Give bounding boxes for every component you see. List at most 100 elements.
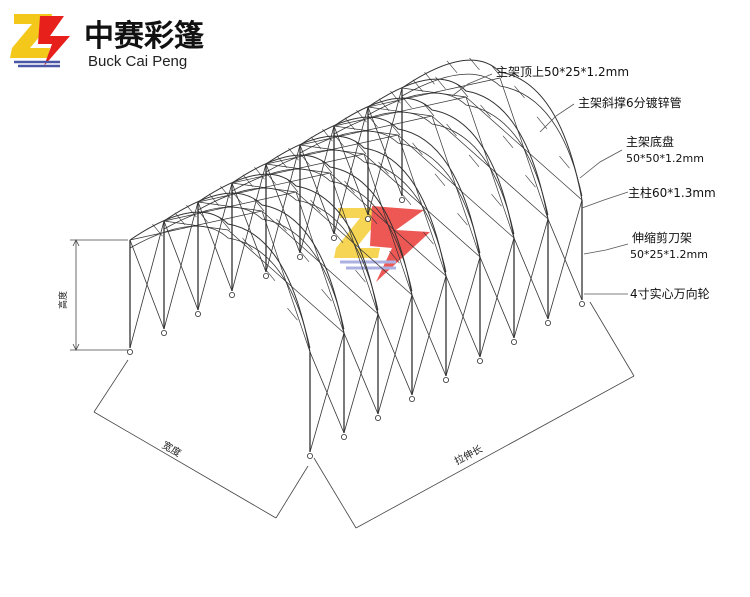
arch-lacing	[298, 249, 310, 263]
dimension-width-label: 宽度	[160, 438, 184, 459]
arch-lacing	[355, 269, 366, 283]
arch-lacing	[310, 136, 322, 150]
tent-frames	[127, 57, 586, 459]
arch-lacing	[242, 237, 253, 251]
scissor-bar	[163, 201, 199, 330]
arch-lacing	[344, 117, 356, 131]
arch-lacing	[356, 109, 367, 123]
arch-lacing	[254, 166, 265, 180]
scissor-bar	[129, 220, 165, 349]
arch-lacing	[220, 185, 231, 199]
scissor-bar	[197, 182, 233, 311]
arch-lacing	[322, 128, 333, 142]
dimension-lines	[70, 239, 635, 529]
caster-wheel-icon	[194, 310, 201, 317]
roof-brace	[265, 163, 331, 174]
arch-lacing	[502, 135, 514, 149]
arch-lacing	[299, 152, 310, 166]
arch-lacing	[480, 104, 491, 118]
brand-logo: 中赛彩篷 Buck Cai Peng	[10, 14, 204, 70]
arch-lacing	[366, 211, 378, 225]
caster-wheel-icon	[340, 433, 347, 440]
brand-name-cn: 中赛彩篷	[84, 19, 204, 54]
scissor-bar	[343, 313, 379, 434]
roof-brace	[231, 182, 297, 193]
caster-wheel-icon	[127, 348, 134, 355]
arch-lacing	[287, 307, 298, 321]
arch-lacing	[265, 171, 276, 185]
scissor-bar	[299, 125, 335, 254]
caster-wheel-icon	[228, 291, 235, 298]
arch-top-chord	[401, 59, 583, 201]
roof-brace	[163, 220, 229, 231]
arch-bottom-chord	[401, 73, 583, 197]
scissor-bar	[445, 256, 481, 377]
arch-lacing	[333, 133, 344, 147]
arch-bottom-chord	[197, 187, 379, 311]
callout-wheel: 4寸实心万向轮	[630, 286, 710, 301]
arch-lacing	[287, 179, 299, 193]
arch-lacing	[424, 71, 435, 85]
arch-lacing	[344, 180, 355, 194]
arch-lacing	[186, 204, 197, 218]
arch-lacing	[219, 217, 231, 231]
arch-lacing	[253, 198, 265, 212]
arch-lacing	[412, 79, 424, 93]
arch-lacing	[423, 231, 434, 245]
scissor-bar	[309, 332, 345, 453]
arch-lacing	[446, 123, 457, 137]
arch-bottom-chord	[163, 206, 345, 330]
arch-bottom-chord	[299, 130, 481, 254]
caster-wheel-icon	[262, 272, 269, 279]
arch-lacing	[367, 114, 378, 128]
arch-top-chord	[129, 211, 311, 353]
arch-lacing	[276, 218, 287, 232]
scissor-bar	[547, 199, 583, 320]
arch-lacing	[457, 212, 468, 226]
arch-lacing	[231, 190, 242, 204]
arch-bottom-chord	[367, 92, 549, 216]
arch-lacing	[152, 223, 163, 237]
arch-lacing	[559, 155, 570, 169]
center-logo-watermark-icon	[334, 206, 430, 282]
arch-lacing	[400, 192, 412, 206]
arch-top-chord	[367, 78, 549, 220]
roof-brace	[197, 201, 263, 212]
caster-wheel-icon	[160, 329, 167, 336]
scissor-bar	[231, 163, 267, 292]
callout-top-frame: 主架顶上50*25*1.2mm	[496, 65, 629, 79]
arch-top-chord	[163, 192, 345, 334]
roof-brace	[299, 144, 365, 155]
arch-lacing	[310, 199, 321, 213]
arch-lacing	[389, 250, 400, 264]
arch-lacing	[491, 193, 502, 207]
arch-lacing	[435, 76, 446, 90]
arch-lacing	[197, 209, 208, 223]
caster-wheel-icon	[296, 253, 303, 260]
arch-lacing	[401, 95, 412, 109]
scissor-bar	[411, 275, 447, 396]
arch-lacing	[378, 161, 389, 175]
arch-lacing	[468, 154, 480, 168]
arch-lacing	[332, 230, 344, 244]
roof-brace	[367, 106, 433, 117]
brand-name-en: Buck Cai Peng	[88, 53, 187, 70]
arch-lacing	[446, 60, 458, 74]
arch-lacing	[412, 142, 423, 156]
arch-lacing	[288, 147, 299, 161]
arch-lacing	[264, 268, 276, 282]
caster-wheel-icon	[476, 357, 483, 364]
arch-lacing	[389, 122, 401, 136]
arch-lacing	[355, 141, 367, 155]
arch-lacing	[321, 160, 333, 174]
scissor-bar	[479, 237, 515, 358]
arch-lacing	[423, 103, 435, 117]
zs-logo-mark-icon	[10, 14, 70, 68]
arch-lacing	[434, 173, 446, 187]
callout-scissor-spec: 50*25*1.2mm	[630, 248, 708, 261]
caster-wheel-icon	[510, 338, 517, 345]
arch-bottom-chord	[333, 111, 515, 235]
arch-lacing	[276, 155, 288, 169]
arch-lacing	[457, 84, 469, 98]
